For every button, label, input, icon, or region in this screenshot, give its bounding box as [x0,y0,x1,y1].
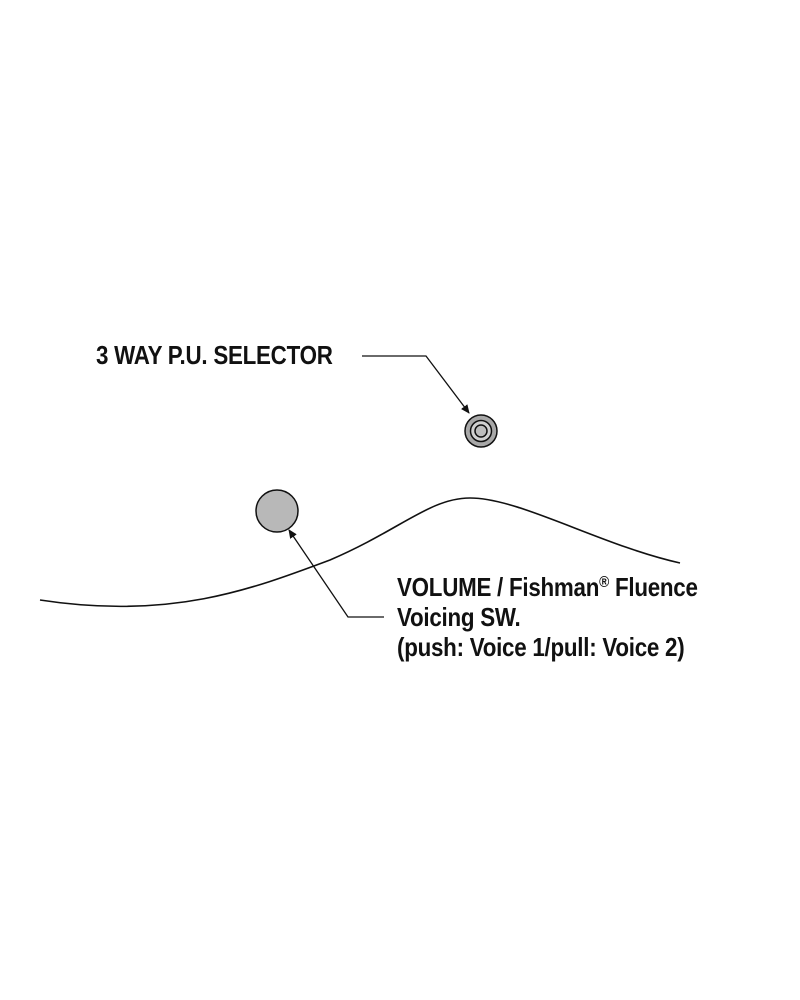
registered-mark: ® [599,574,610,591]
volume-knob [255,489,299,533]
volume-label-line-3: (push: Voice 1/pull: Voice 2) [397,632,685,662]
volume-leader-line [288,529,384,618]
selector-leader-line [362,355,470,414]
volume-label-text-b: Fluence [609,572,698,602]
selector-switch [464,414,498,448]
volume-label-line-1: VOLUME / Fishman® Fluence [397,568,698,602]
volume-label: VOLUME / Fishman® Fluence Voicing SW. (p… [397,568,698,662]
volume-label-line-2: Voicing SW. [397,602,521,632]
selector-label: 3 WAY P.U. SELECTOR [96,340,333,370]
selector-label-text: 3 WAY P.U. SELECTOR [96,340,333,370]
volume-label-text-a: VOLUME / Fishman [397,572,600,602]
guitar-body-outline [39,497,681,608]
